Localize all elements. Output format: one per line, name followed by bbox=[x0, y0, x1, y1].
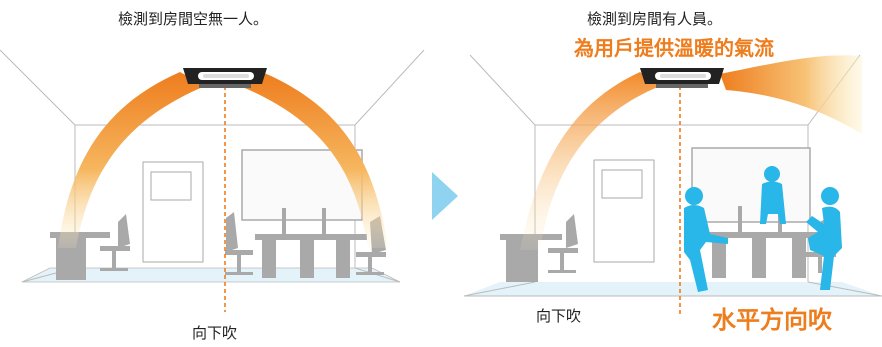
right-airflow-label-down: 向下吹 bbox=[536, 307, 582, 325]
next-arrow-icon bbox=[432, 172, 458, 220]
right-floor bbox=[464, 282, 882, 296]
left-airflow-right bbox=[240, 72, 388, 248]
right-airflow-label-horizontal: 水平方向吹 bbox=[712, 306, 832, 334]
right-airflow-horizontal bbox=[720, 55, 862, 134]
person-icon bbox=[806, 187, 842, 290]
left-door bbox=[142, 161, 204, 263]
right-highlight: 為用戶提供溫暖的氣流 bbox=[574, 36, 774, 60]
right-whiteboard bbox=[691, 147, 811, 223]
left-airflow-label: 向下吹 bbox=[192, 324, 238, 342]
ceiling-cassette-icon bbox=[640, 68, 724, 88]
person-icon bbox=[684, 187, 728, 292]
right-room bbox=[463, 54, 882, 316]
left-airflow-left bbox=[58, 72, 205, 248]
ceiling-cassette-icon bbox=[183, 68, 267, 88]
right-door bbox=[593, 159, 655, 263]
right-caption: 檢測到房間有人員。 bbox=[587, 10, 723, 28]
right-airflow-left bbox=[520, 72, 660, 250]
left-caption: 檢測到房間空無一人。 bbox=[118, 10, 269, 28]
left-table bbox=[255, 208, 367, 278]
left-room bbox=[0, 49, 425, 312]
person-icon bbox=[760, 166, 786, 224]
